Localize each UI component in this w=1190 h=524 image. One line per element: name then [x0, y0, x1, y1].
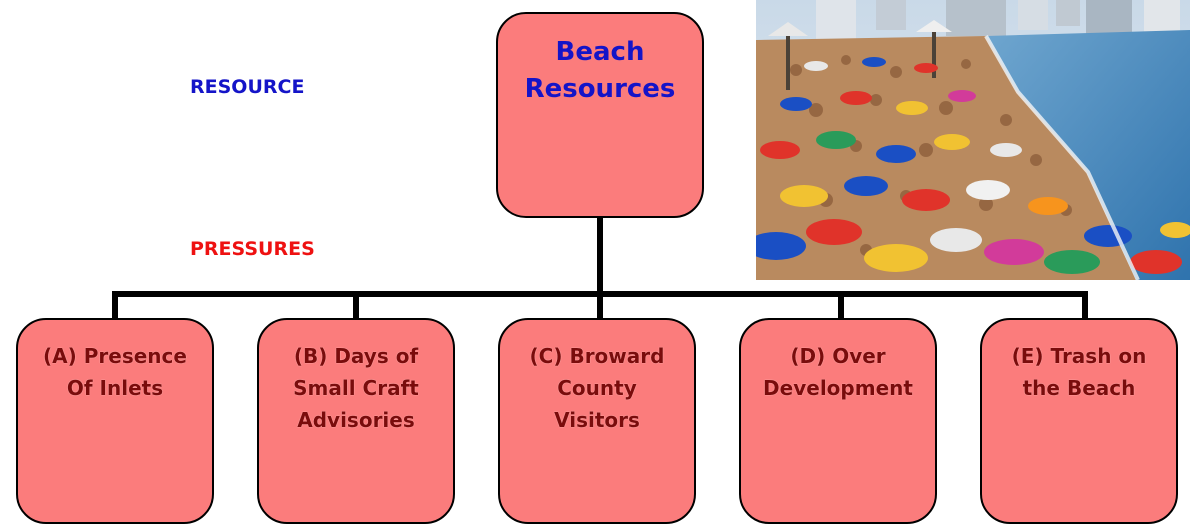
beach-resources-label: Beach Resources	[524, 37, 676, 104]
beach-resources-node: Beach Resources	[496, 12, 704, 218]
pressure-label-b: (B) Days of Small Craft Advisories	[293, 344, 419, 432]
pressure-node-b: (B) Days of Small Craft Advisories	[257, 318, 455, 524]
connector-stem	[597, 217, 603, 293]
pressure-node-e: (E) Trash on the Beach	[980, 318, 1178, 524]
pressure-label-e: (E) Trash on the Beach	[1011, 344, 1147, 400]
connector-drop-b	[353, 291, 359, 320]
connector-drop-c	[597, 291, 603, 320]
pressure-label-c: (C) Broward County Visitors	[529, 344, 665, 432]
pressure-node-d: (D) Over Development	[739, 318, 937, 524]
crowded-beach-photo	[756, 0, 1190, 280]
pressure-node-a: (A) Presence Of Inlets	[16, 318, 214, 524]
connector-drop-a	[112, 291, 118, 320]
resource-label: RESOURCE	[190, 76, 305, 98]
pressures-label: PRESSURES	[190, 238, 315, 260]
connector-drop-d	[838, 291, 844, 320]
pressure-label-a: (A) Presence Of Inlets	[43, 344, 187, 400]
pressure-node-c: (C) Broward County Visitors	[498, 318, 696, 524]
pressure-label-d: (D) Over Development	[763, 344, 913, 400]
connector-drop-e	[1082, 291, 1088, 320]
